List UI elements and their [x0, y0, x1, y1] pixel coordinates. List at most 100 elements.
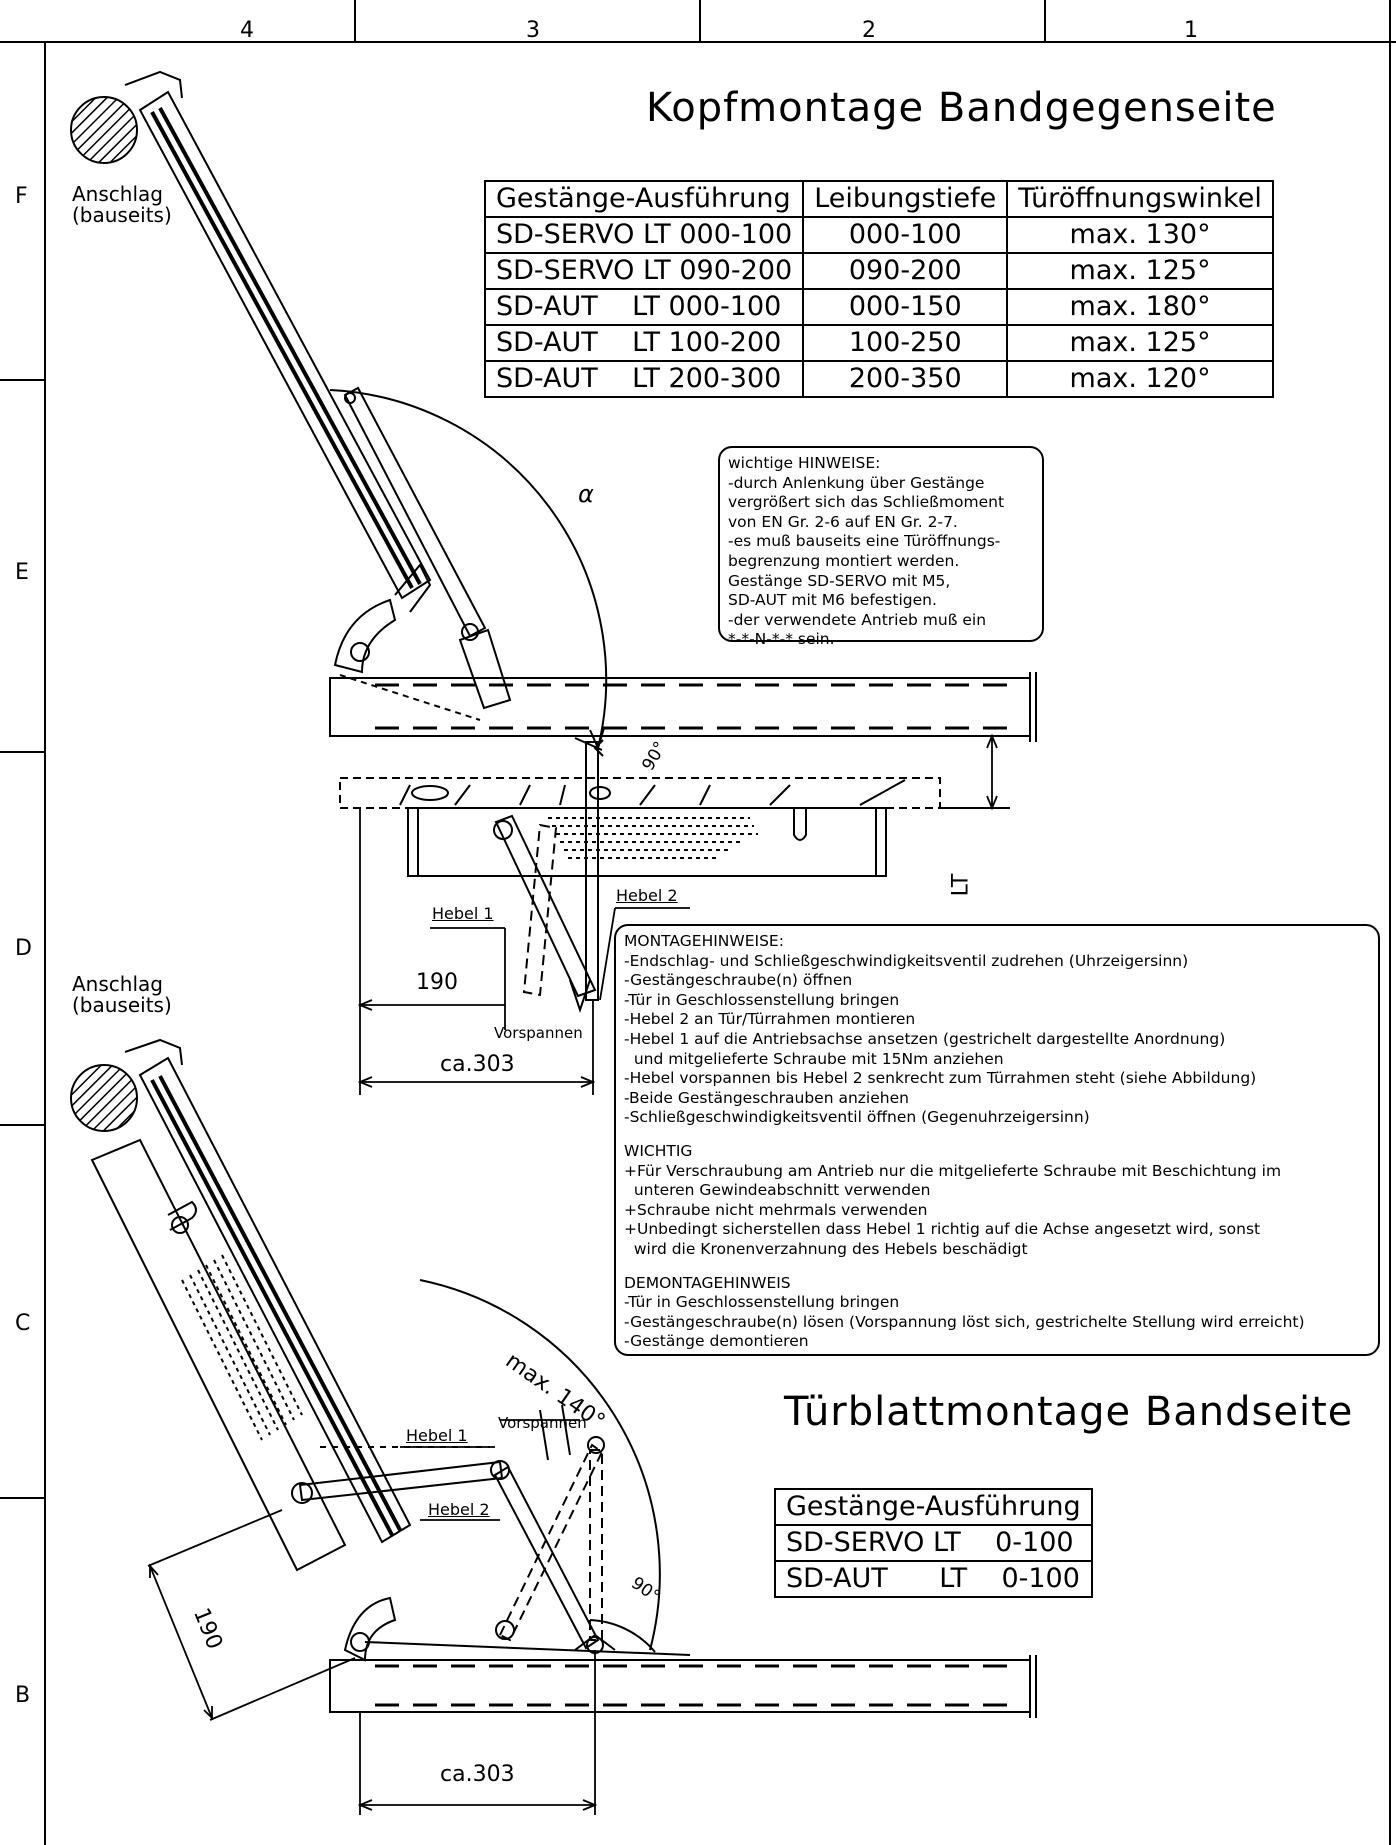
bottom-spec-header-row: Gestänge-Ausführung	[774, 1488, 1093, 1526]
top-spec-cell: max. 125°	[1006, 324, 1274, 362]
mounting-notes-box: MONTAGEHINWEISE: -Endschlag- und Schließ…	[614, 924, 1380, 1356]
zone-column-3: 3	[526, 18, 540, 43]
mounting-line: -Tür in Geschlossenstellung bringen	[624, 990, 900, 1009]
bottom-operator-vents	[181, 1254, 303, 1441]
zone-row-D: D	[15, 936, 32, 961]
top-preload-label: Vorspannen	[494, 1024, 583, 1042]
top-anchor-label: Anschlag (bauseits)	[72, 182, 172, 227]
important-line: wird die Kronenverzahnung des Hebels bes…	[624, 1239, 1028, 1258]
bottom-anchor-label: Anschlag (bauseits)	[72, 972, 172, 1017]
mounting-line: -Hebel 2 an Tür/Türrahmen montieren	[624, 1010, 916, 1029]
top-spec-cell: max. 180°	[1006, 288, 1274, 326]
zone-column-4: 4	[240, 18, 254, 43]
zone-column-2: 2	[862, 18, 876, 43]
note-line: SD-AUT mit M6 befestigen.	[728, 591, 937, 610]
note-line: begrenzung montiert werden.	[728, 551, 960, 570]
important-line: +Unbedingt sicherstellen dass Hebel 1 ri…	[624, 1220, 1261, 1239]
top-hinge-bracket	[333, 598, 397, 674]
dismount-section-title: DEMONTAGEHINWEIS	[624, 1273, 791, 1292]
bottom-hinge-bracket	[343, 1596, 397, 1662]
zone-row-B: B	[15, 1683, 31, 1708]
note-line: von EN Gr. 2-6 auf EN Gr. 2-7.	[728, 512, 958, 531]
dismount-line: -Tür in Geschlossenstellung bringen	[624, 1293, 900, 1312]
bottom-operator-body	[90, 1138, 347, 1572]
top-spec-cell: 000-100	[802, 216, 1009, 254]
bottom-lever1-label: Hebel 1	[406, 1426, 468, 1445]
top-lever1-label: Hebel 1	[432, 904, 494, 923]
top-spec-table: Gestänge-Ausführung Leibungstiefe Türöff…	[483, 180, 1274, 398]
mounting-line: und mitgelieferte Schraube mit 15Nm anzi…	[624, 1049, 1004, 1068]
top-dim-303: ca.303	[440, 1052, 515, 1077]
top-spec-row: SD-AUT LT 200-300 200-350 max. 120°	[483, 360, 1274, 398]
bottom-lever2-label: Hebel 2	[428, 1500, 490, 1519]
bottom-spec-cell: SD-AUT LT 0-100	[774, 1560, 1093, 1598]
top-spec-cell: SD-AUT LT 000-100	[483, 288, 805, 326]
top-view-title: Kopfmontage Bandgegenseite	[646, 85, 1277, 131]
top-spec-header: Leibungstiefe	[802, 180, 1009, 218]
top-spec-row: SD-SERVO LT 000-100 000-100 max. 130°	[483, 216, 1274, 254]
dismount-line: -Gestänge demontieren	[624, 1332, 809, 1351]
zone-row-C: C	[15, 1311, 31, 1336]
top-hinge-pole	[70, 96, 138, 164]
top-closer-arm	[343, 386, 512, 710]
top-spec-cell: SD-AUT LT 100-200	[483, 324, 805, 362]
top-angle-arc	[329, 389, 608, 751]
mounting-line: -Schließgeschwindigkeitsventil öffnen (G…	[624, 1108, 1090, 1127]
top-door-leaf	[124, 70, 432, 613]
note-line: -durch Anlenkung über Gestänge	[728, 473, 985, 492]
top-lever2-label: Hebel 2	[616, 886, 678, 905]
bottom-frame-rail	[329, 1641, 1037, 1718]
top-spec-cell: 200-350	[802, 360, 1009, 398]
mounting-line: -Gestängeschraube(n) öffnen	[624, 971, 853, 990]
top-wall-section	[339, 735, 1010, 809]
top-spec-cell: max. 120°	[1006, 360, 1274, 398]
zone-row-E: E	[15, 560, 29, 585]
top-spec-row: SD-SERVO LT 090-200 090-200 max. 125°	[483, 252, 1274, 290]
top-dim-lt: LT	[948, 873, 974, 897]
note-line: -es muß bauseits eine Türöffnungs-	[728, 532, 1001, 551]
bottom-spec-table: Gestänge-Ausführung SD-SERVO LT 0-100 SD…	[774, 1488, 1093, 1598]
bottom-spec-header: Gestänge-Ausführung	[774, 1488, 1093, 1526]
mounting-line: -Beide Gestängeschrauben anziehen	[624, 1088, 909, 1107]
bottom-hinge-pole	[70, 1064, 138, 1132]
bottom-spec-row: SD-AUT LT 0-100	[774, 1560, 1093, 1598]
note-line: *-*-N-*-* sein.	[728, 630, 835, 649]
mounting-line: -Hebel vorspannen bis Hebel 2 senkrecht …	[624, 1069, 1257, 1088]
zone-row-F: F	[15, 184, 28, 209]
important-section-title: WICHTIG	[624, 1141, 693, 1160]
bottom-view-title: Türblattmontage Bandseite	[784, 1389, 1354, 1435]
top-operator-vents	[548, 817, 758, 859]
top-spec-cell: 100-250	[802, 324, 1009, 362]
bottom-lever-arms	[291, 1404, 616, 1654]
dismount-line: -Gestängeschraube(n) lösen (Vorspannung …	[624, 1312, 1305, 1331]
note-line: Gestänge SD-SERVO mit M5,	[728, 571, 951, 590]
bottom-angle-arc	[419, 1279, 661, 1653]
bottom-spec-cell: SD-SERVO LT 0-100	[774, 1524, 1093, 1562]
important-line: +Für Verschraubung am Antrieb nur die mi…	[624, 1161, 1282, 1180]
note-line: vergrößert sich das Schließmoment	[728, 493, 1005, 512]
important-notes-box: wichtige HINWEISE: -durch Anlenkung über…	[718, 446, 1044, 648]
top-spec-header: Türöffnungswinkel	[1006, 180, 1274, 218]
bottom-dimensions	[147, 1419, 598, 1815]
mounting-line: -Endschlag- und Schließgeschwindigkeitsv…	[624, 951, 1189, 970]
bottom-door-leaf	[124, 1038, 412, 1544]
top-spec-header-row: Gestänge-Ausführung Leibungstiefe Türöff…	[483, 180, 1274, 218]
note-line: wichtige HINWEISE:	[728, 454, 881, 472]
top-spec-cell: SD-SERVO LT 090-200	[483, 252, 805, 290]
top-spec-row: SD-AUT LT 000-100 000-150 max. 180°	[483, 288, 1274, 326]
mounting-section-title: MONTAGEHINWEISE:	[624, 932, 784, 950]
zone-column-1: 1	[1184, 18, 1198, 43]
top-spec-cell: max. 125°	[1006, 252, 1274, 290]
top-dimensions	[357, 733, 998, 1095]
bottom-preload-label: Vorspannen	[498, 1414, 587, 1432]
top-spec-cell: SD-SERVO LT 000-100	[483, 216, 805, 254]
top-spec-cell: 000-150	[802, 288, 1009, 326]
top-spec-header: Gestänge-Ausführung	[483, 180, 805, 218]
bottom-spec-row: SD-SERVO LT 0-100	[774, 1524, 1093, 1562]
bottom-dim-303: ca.303	[440, 1762, 515, 1787]
top-spec-row: SD-AUT LT 100-200 100-250 max. 125°	[483, 324, 1274, 362]
important-line: unteren Gewindeabschnitt verwenden	[624, 1181, 931, 1200]
top-spec-cell: max. 130°	[1006, 216, 1274, 254]
top-lever-arms	[493, 737, 604, 1014]
